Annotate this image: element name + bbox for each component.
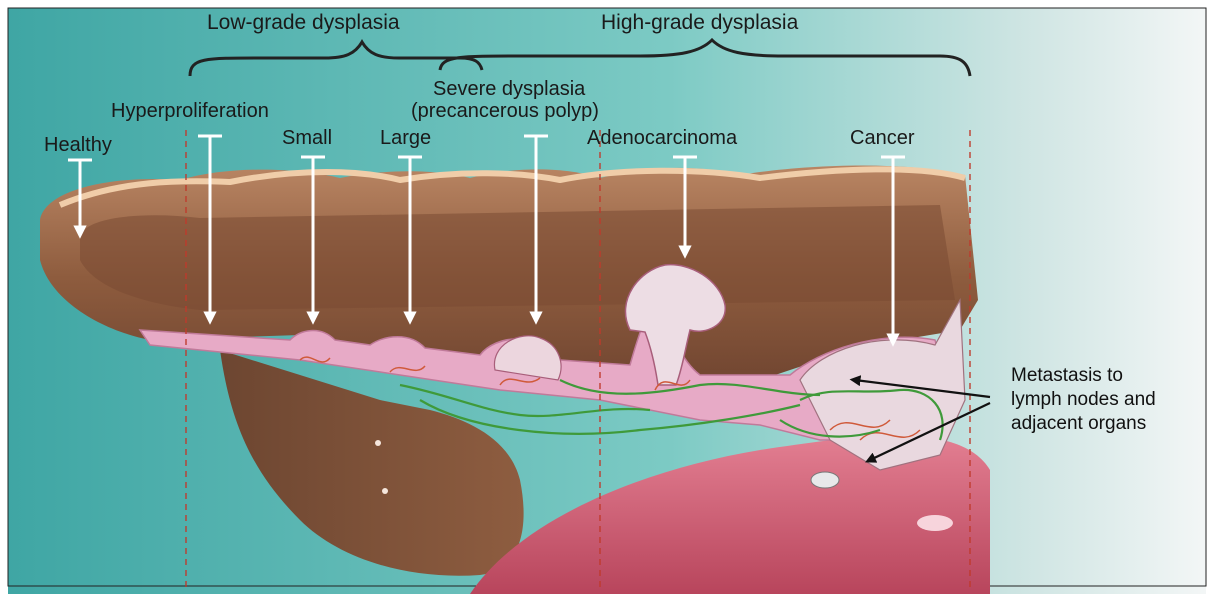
group-low-grade-label: Low-grade dysplasia xyxy=(207,11,400,35)
metastasis-label-line3: adjacent organs xyxy=(1011,412,1146,436)
stage-healthy-label: Healthy xyxy=(44,134,112,157)
stage-hyperproliferation-label: Hyperproliferation xyxy=(111,100,269,123)
metastasis-label-line1: Metastasis to xyxy=(1011,364,1123,388)
stage-small-label: Small xyxy=(282,127,332,150)
stage-severe-label-line2: (precancerous polyp) xyxy=(411,100,599,123)
stage-large-label: Large xyxy=(380,127,431,150)
lymph-node xyxy=(811,472,839,488)
metastasis-label-line2: lymph nodes and xyxy=(1011,388,1156,412)
stage-adenocarcinoma-label: Adenocarcinoma xyxy=(587,127,737,150)
group-high-grade-label: High-grade dysplasia xyxy=(601,11,798,35)
stage-severe-label-line1: Severe dysplasia xyxy=(433,78,585,101)
stage-cancer-label: Cancer xyxy=(850,127,914,150)
